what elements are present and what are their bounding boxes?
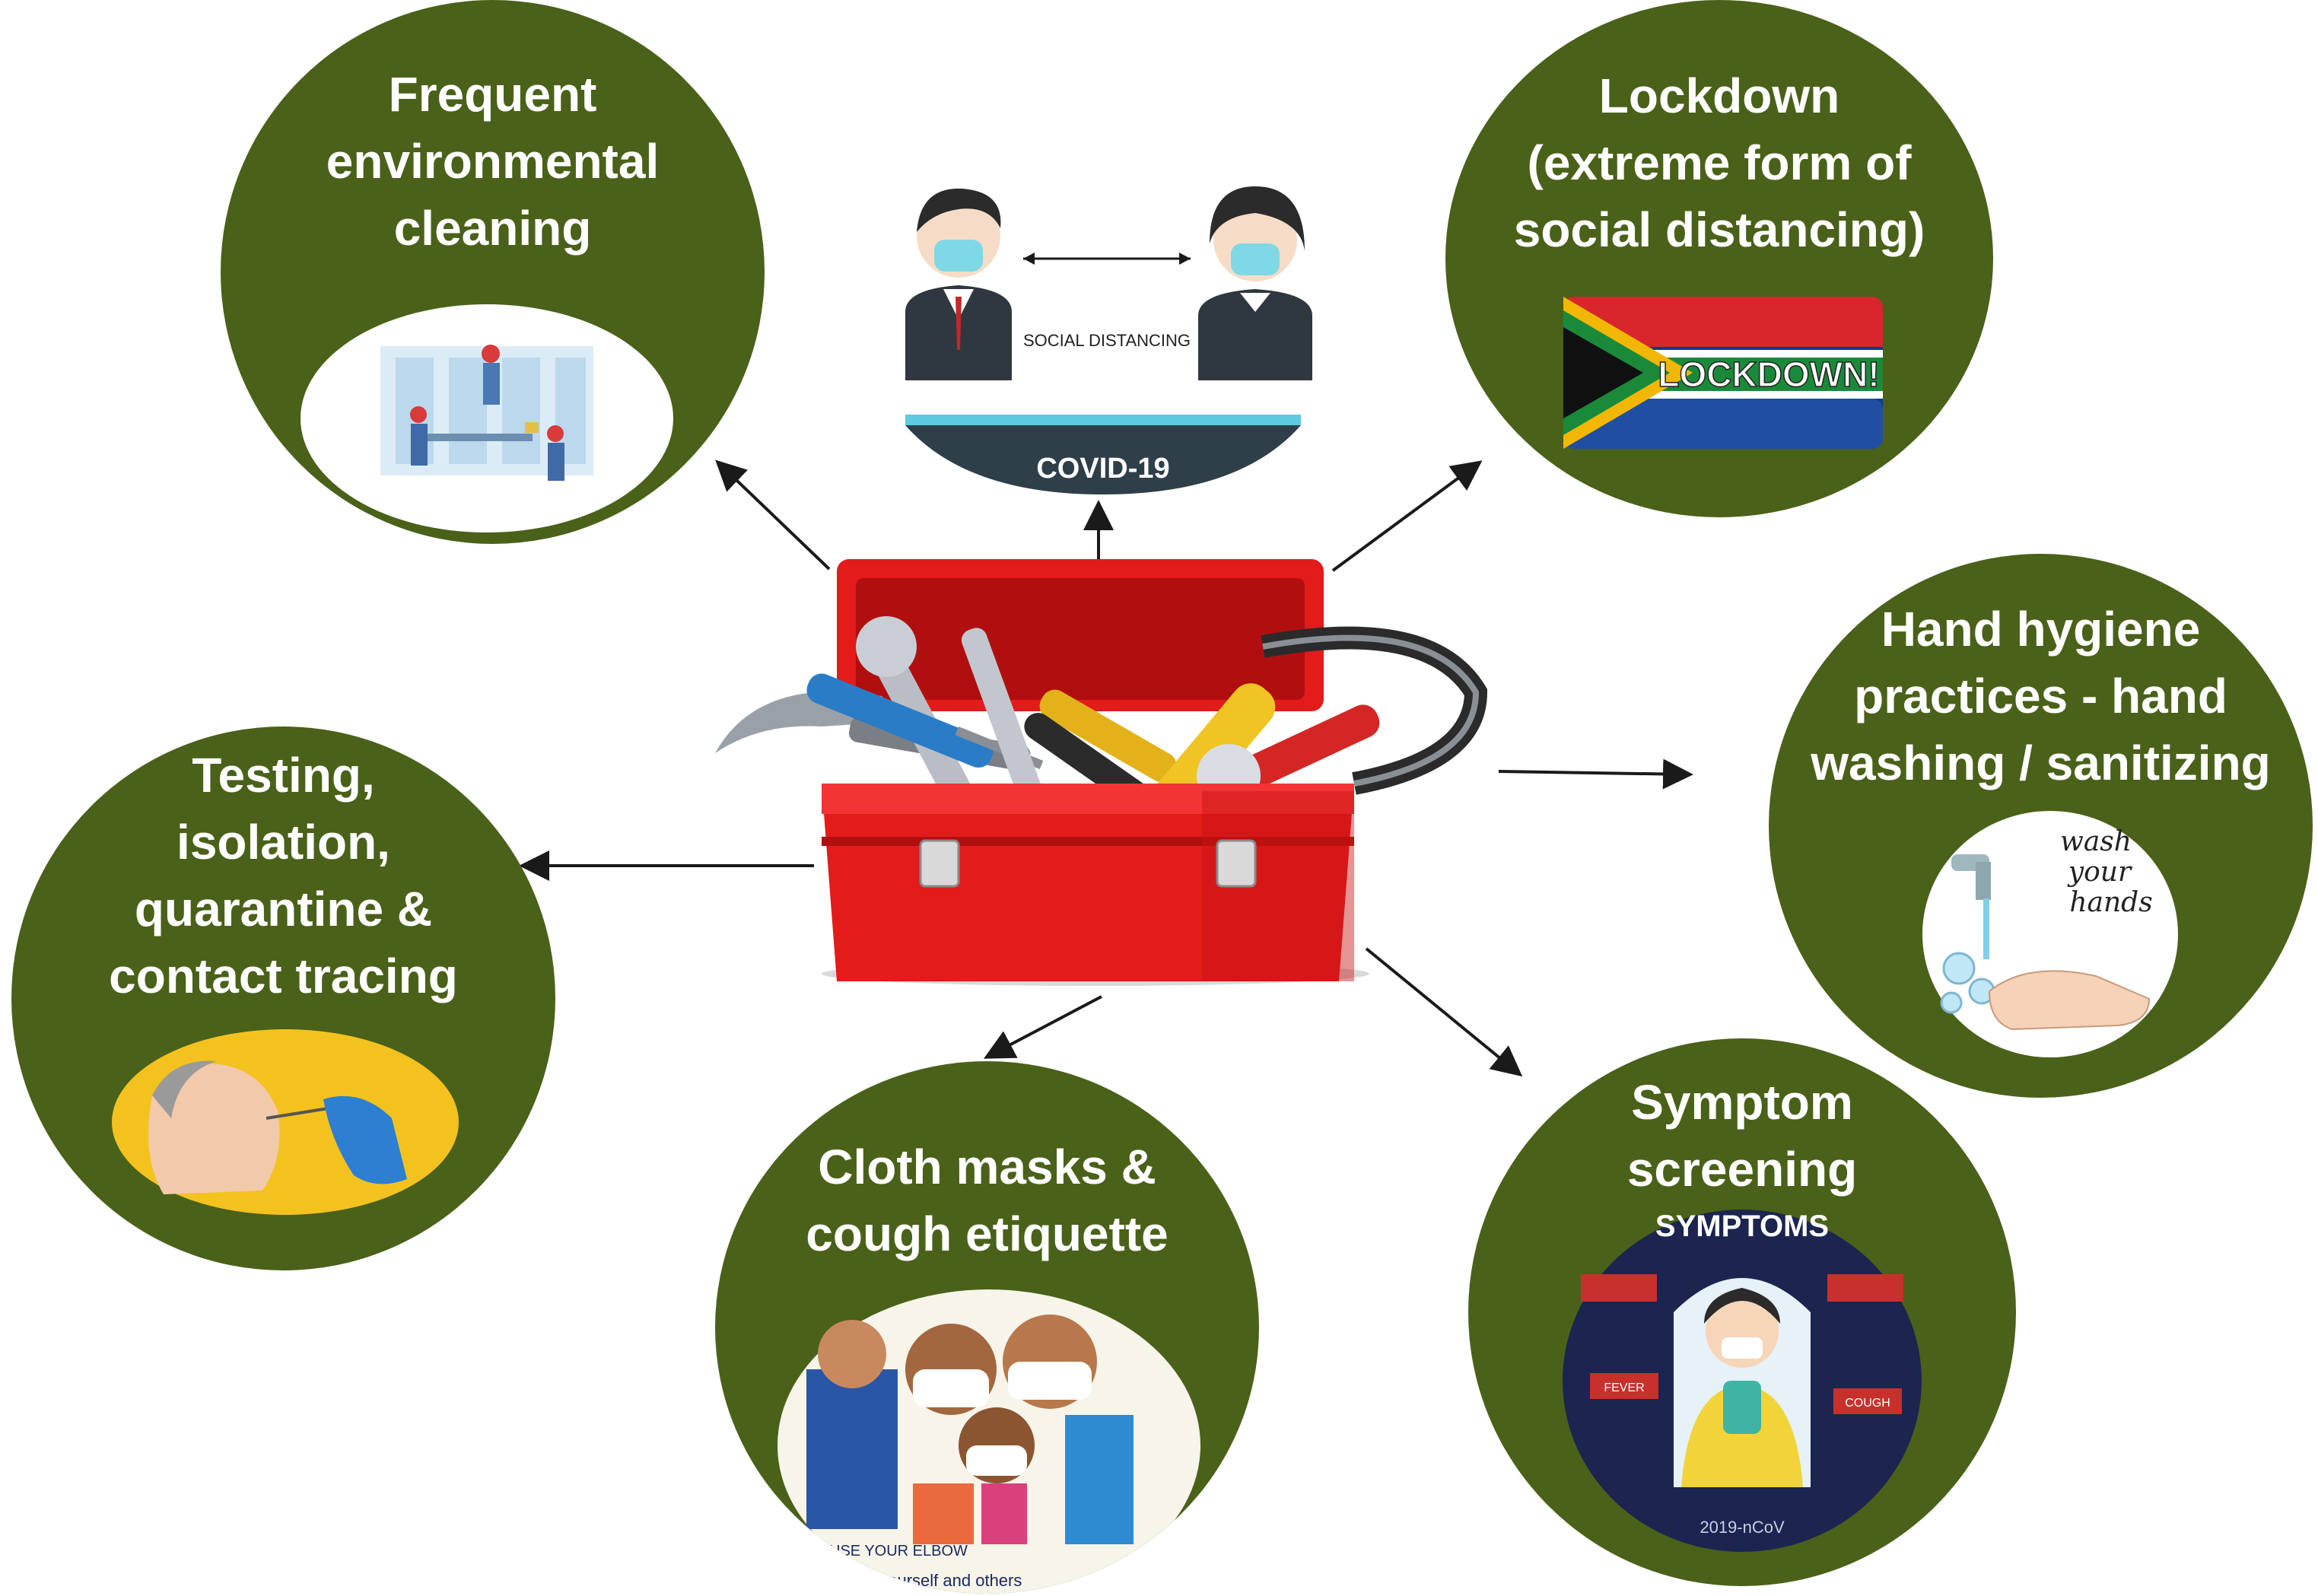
node-title: Frequent environmental cleaning	[221, 61, 765, 262]
hand-image-text: wash	[2060, 826, 2132, 857]
masks-caption: USE YOUR ELBOW	[829, 1543, 968, 1559]
title-line: (extreme form of	[1527, 135, 1912, 190]
title-line: Symptom	[1631, 1075, 1853, 1130]
title-line: Hand hygiene	[1881, 602, 2201, 657]
hand-image-text: your	[2067, 857, 2132, 888]
arrow-to-cloth-masks	[983, 995, 1102, 1059]
title-line: Lockdown	[1598, 68, 1840, 123]
symptoms-footer: 2019-nCoV	[1700, 1518, 1785, 1537]
title-line: washing / sanitizing	[1811, 736, 2271, 790]
arrow-to-symptom-screening	[1365, 947, 1523, 1077]
node-hand-hygiene: Hand hygiene practices - hand washing / …	[1769, 554, 2313, 1098]
node-environmental-cleaning: Frequent environmental cleaning	[221, 0, 765, 544]
title-line: Frequent	[388, 67, 597, 122]
hand-washing-illustration: wash your hands	[1922, 811, 2178, 1057]
swab-test-illustration	[112, 1029, 459, 1215]
symptoms-heading: SYMPTOMS	[1655, 1210, 1829, 1243]
arrow-to-lockdown	[1331, 460, 1483, 572]
lockdown-image-text: LOCKDOWN!	[1658, 354, 1879, 394]
masks-illustration: USE YOUR ELBOW Save yourself and others	[777, 1289, 1200, 1594]
node-title: Lockdown (extreme form of social distanc…	[1445, 62, 1993, 263]
node-cloth-masks: Cloth masks & cough etiquette USE YOUR E…	[715, 1061, 1259, 1594]
lockdown-flag-image: LOCKDOWN!	[1563, 297, 1883, 449]
node-title: Hand hygiene practices - hand washing / …	[1769, 596, 2313, 796]
node-title: Symptom screening	[1468, 1069, 2016, 1203]
symptom-tag: FEVER	[1604, 1381, 1644, 1394]
social-distancing-label: SOCIAL DISTANCING	[1023, 331, 1191, 350]
arrow-to-hand-hygiene	[1498, 758, 1693, 790]
title-line: social distancing)	[1513, 202, 1925, 257]
covid-19-label: COVID-19	[1036, 453, 1169, 485]
title-line: practices - hand	[1854, 669, 2227, 723]
title-line: screening	[1626, 1142, 1858, 1197]
title-line: Cloth masks &	[818, 1140, 1156, 1194]
symptom-tag: COUGH	[1845, 1397, 1890, 1410]
symptoms-poster-illustration: SYMPTOMS FEVER COUGH 2019-nCoV	[1563, 1210, 1922, 1552]
node-lockdown: Lockdown (extreme form of social distanc…	[1445, 0, 1993, 517]
title-line: isolation,	[176, 815, 390, 870]
title-line: cleaning	[393, 201, 592, 256]
toolbox-image	[715, 559, 1488, 986]
title-line: cough etiquette	[806, 1207, 1169, 1261]
title-line: Testing,	[192, 748, 375, 803]
title-line: quarantine &	[134, 882, 433, 936]
title-line: environmental	[326, 134, 660, 189]
social-distancing-image: SOCIAL DISTANCING COVID-19	[890, 175, 1316, 494]
arrow-to-environmental-cleaning	[715, 459, 831, 571]
masks-footer: Save yourself and others	[837, 1571, 1022, 1590]
title-line: contact tracing	[109, 949, 458, 1003]
cleaning-illustration	[300, 304, 673, 533]
node-symptom-screening: Symptom screening SYMPTOMS FEVER COUGH 2…	[1468, 1038, 2016, 1586]
hand-image-text: hands	[2069, 887, 2152, 918]
node-testing: Testing, isolation, quarantine & contact…	[11, 726, 555, 1270]
node-title: Testing, isolation, quarantine & contact…	[11, 742, 555, 1009]
node-title: Cloth masks & cough etiquette	[715, 1133, 1259, 1267]
